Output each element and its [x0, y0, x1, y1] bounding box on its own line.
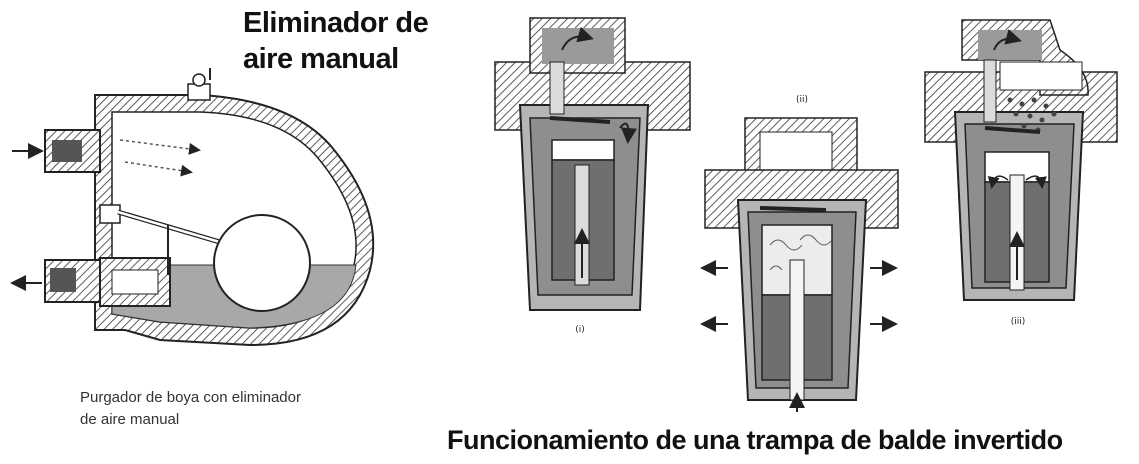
float-trap-caption-line1: Purgador de boya con eliminador [80, 389, 301, 406]
steam-flow-arrow-2 [124, 161, 193, 177]
stage1-cap-chamber [542, 28, 614, 64]
stage3-cap-chamber [978, 30, 1042, 60]
stage3-white-chamber [999, 61, 1083, 91]
stage2-cap-chamber [759, 131, 833, 171]
stage1-duct [549, 61, 565, 115]
stage3-duct [983, 59, 997, 123]
stage3-air-bubbles [1007, 97, 1057, 133]
float-trap-diagram [10, 68, 375, 347]
stage1-label: (i) [575, 325, 585, 335]
float-trap-caption-line2: de aire manual [80, 411, 180, 428]
stage1-return-arrow [619, 122, 637, 144]
stage3-outflow-arrow [993, 29, 1022, 51]
air-vent-knob [192, 73, 206, 87]
stage3-lever [984, 126, 1041, 134]
stage2-lever [759, 206, 827, 212]
bucket-trap-stage-3: (iii) [924, 19, 1118, 327]
stage2-steam-swirl-1 [769, 239, 803, 251]
stage2-inlet-tube [789, 259, 805, 401]
outlet-valve-seat [111, 269, 159, 295]
stage1-inlet-tube [574, 164, 590, 286]
stage3-label: (iii) [1011, 317, 1026, 327]
lever-pivot [99, 204, 121, 224]
float-trap-title-line2: aire manual [243, 43, 399, 75]
stage3-swirl-right [1025, 175, 1047, 189]
bucket-trap-stage-2: (ii) [700, 95, 899, 412]
bucket-trap-title: Funcionamiento de una trampa de balde in… [447, 425, 1063, 455]
bucket-trap-stage-1: (i) [494, 17, 691, 335]
stage2-steam-swirl-3 [769, 265, 783, 271]
float-trap-title-line1: Eliminador de [243, 7, 429, 39]
stage1-outflow-arrow [561, 26, 594, 51]
inlet-port [52, 140, 82, 162]
outlet-port [50, 268, 76, 292]
float-ball [213, 214, 311, 312]
stage1-lever [549, 116, 611, 124]
stage1-bucket-top [551, 139, 615, 161]
stage3-swirl-left [987, 175, 1009, 189]
stage2-steam-swirl-2 [799, 234, 833, 246]
steam-flow-arrow-1 [119, 139, 201, 155]
stage2-label: (ii) [796, 95, 808, 105]
